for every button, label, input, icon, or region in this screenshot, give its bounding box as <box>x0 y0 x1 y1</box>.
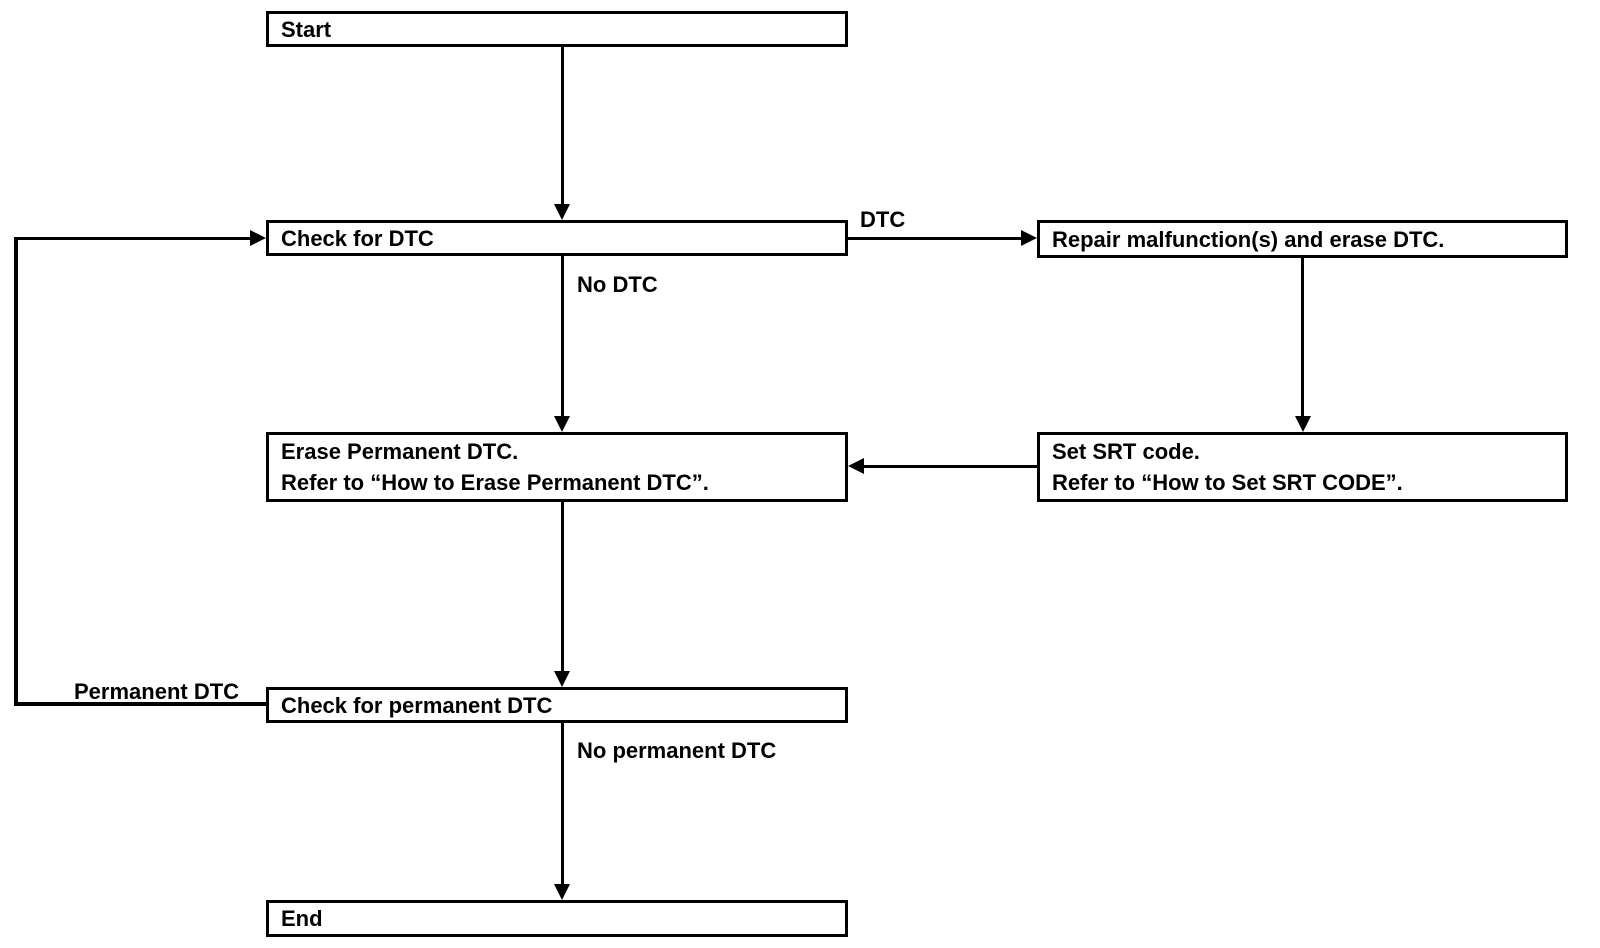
connector-check-dtc-to-repair <box>848 237 1021 240</box>
connector-check-permanent-to-end <box>561 723 564 884</box>
edge-label-no-permanent-dtc: No permanent DTC <box>577 738 777 763</box>
edge-label-no-dtc: No DTC <box>577 272 658 297</box>
connector-loopback-vertical <box>14 237 18 706</box>
node-check-for-permanent-dtc-label: Check for permanent DTC <box>281 692 553 718</box>
node-start: Start <box>266 11 848 47</box>
connector-start-to-check-dtc <box>561 46 564 206</box>
node-set-srt-code-line2: Refer to “How to Set SRT CODE”. <box>1052 470 1403 495</box>
node-repair-malfunction: Repair malfunction(s) and erase DTC. <box>1037 220 1568 258</box>
node-check-for-dtc-label: Check for DTC <box>281 225 434 251</box>
connector-repair-to-set-srt <box>1301 258 1304 416</box>
node-erase-permanent-dtc-line1: Erase Permanent DTC. <box>281 439 519 464</box>
arrowhead-loopback-to-check-dtc <box>250 230 266 246</box>
node-set-srt-code-line1: Set SRT code. <box>1052 439 1200 464</box>
arrowhead-check-dtc-to-repair <box>1021 230 1037 246</box>
arrowhead-check-permanent-to-end <box>554 884 570 900</box>
connector-loopback-top <box>14 237 250 240</box>
arrowhead-repair-to-set-srt <box>1295 416 1311 432</box>
arrowhead-check-dtc-to-erase-permanent <box>554 416 570 432</box>
edge-label-dtc: DTC <box>860 207 906 232</box>
node-set-srt-code: Set SRT code. Refer to “How to Set SRT C… <box>1037 432 1568 502</box>
arrowhead-erase-permanent-to-check-permanent <box>554 671 570 687</box>
node-erase-permanent-dtc: Erase Permanent DTC. Refer to “How to Er… <box>266 432 848 502</box>
node-end-label: End <box>281 906 323 931</box>
connector-set-srt-to-erase-permanent <box>864 465 1037 468</box>
node-check-for-dtc: Check for DTC <box>266 220 848 256</box>
connector-check-dtc-to-erase-permanent <box>561 256 564 416</box>
arrowhead-set-srt-to-erase-permanent <box>848 458 864 474</box>
connector-loopback-bottom <box>14 702 266 706</box>
node-end: End <box>266 900 848 937</box>
node-repair-malfunction-label: Repair malfunction(s) and erase DTC. <box>1052 226 1445 252</box>
edge-label-permanent-dtc: Permanent DTC <box>74 679 240 704</box>
node-check-for-permanent-dtc: Check for permanent DTC <box>266 687 848 723</box>
node-start-label: Start <box>281 16 332 42</box>
connector-erase-permanent-to-check-permanent <box>561 502 564 671</box>
node-erase-permanent-dtc-line2: Refer to “How to Erase Permanent DTC”. <box>281 470 709 495</box>
arrowhead-start-to-check-dtc <box>554 204 570 220</box>
